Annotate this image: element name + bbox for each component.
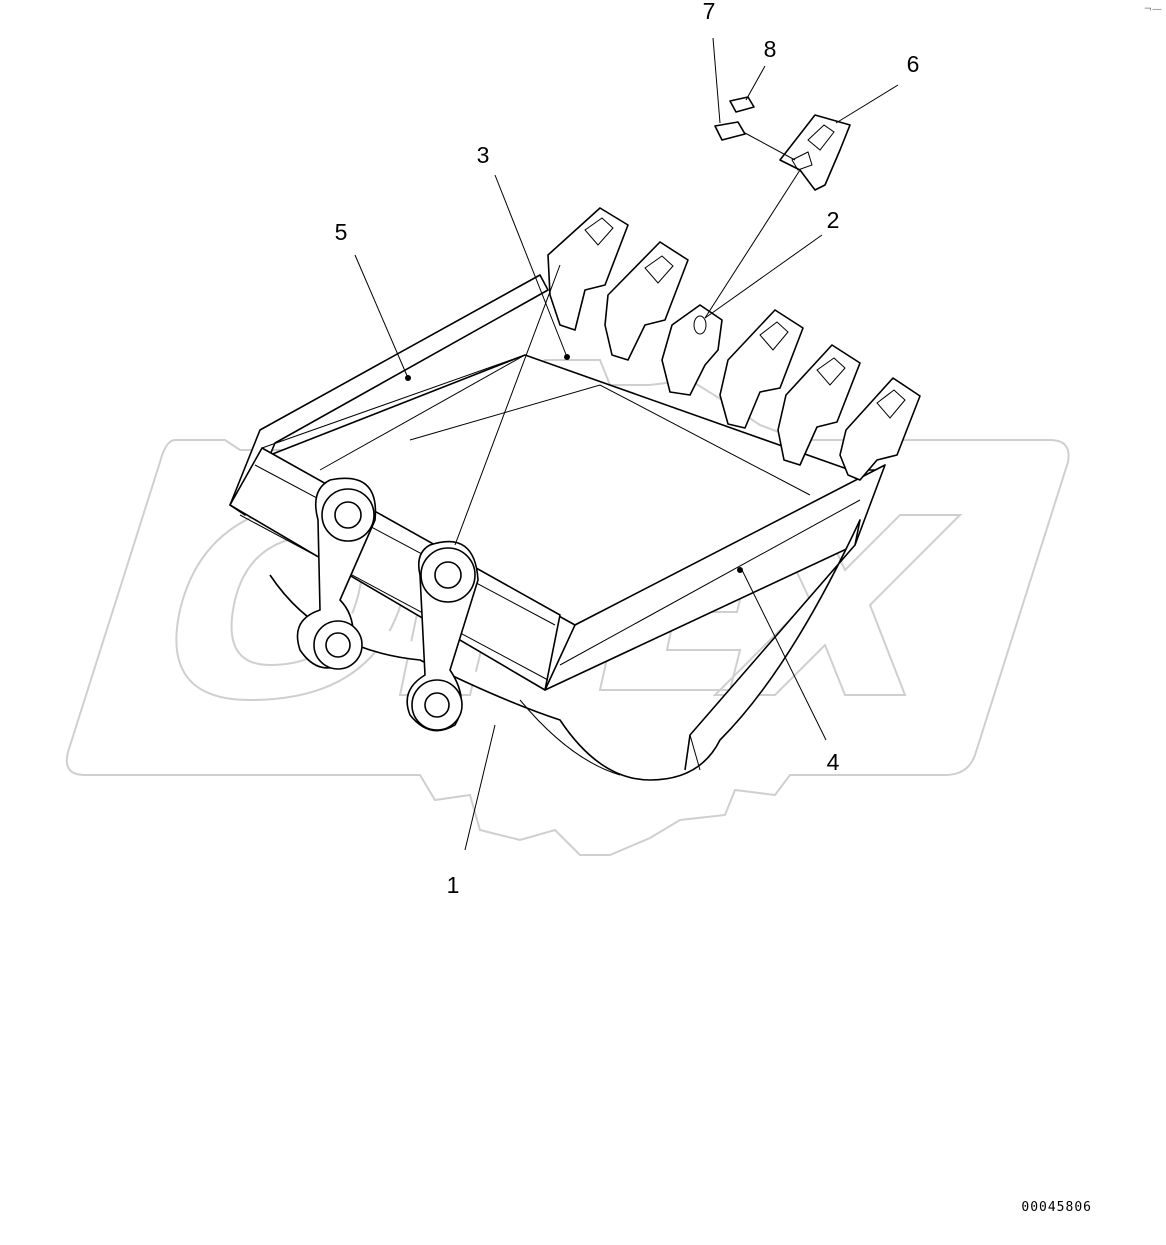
callout-2: 2: [827, 207, 840, 233]
pin-hole-right-lower: [424, 692, 450, 718]
leader-2: [704, 234, 823, 319]
leader-7: [712, 37, 721, 124]
callout-6: 6: [907, 51, 920, 77]
tooth-1: [547, 207, 629, 331]
exploded-parts: [714, 96, 851, 191]
tooth-3-adapter: [661, 304, 723, 396]
tooth-5: [777, 344, 861, 466]
tooth-point-part-6: [779, 114, 851, 191]
pin-hole-right-upper: [434, 561, 462, 589]
leader-lines: [354, 37, 899, 851]
side-plate-right: [544, 464, 886, 691]
pin-part-7: [714, 121, 746, 141]
leader-4: [741, 569, 827, 741]
leader-6: [835, 84, 899, 124]
leader-1: [464, 724, 496, 851]
bucket-teeth: [547, 207, 921, 481]
callout-8: 8: [764, 36, 777, 62]
watermark-gear-outline: [65, 359, 1070, 856]
callouts: 1 2 3 4 5 6 7 8: [335, 0, 920, 898]
corner-mark: ¬—: [1144, 4, 1162, 15]
dot-4: [737, 567, 743, 573]
explode-line-body: [454, 264, 561, 546]
callout-4: 4: [827, 749, 840, 775]
bucket-shell: [269, 519, 861, 781]
mounting-bosses: [296, 477, 479, 732]
leader-5: [354, 254, 409, 379]
lock-part-8: [729, 96, 755, 113]
dot-3: [564, 354, 570, 360]
watermark-letter-x: [712, 514, 963, 696]
callout-3: 3: [477, 142, 490, 168]
leader-3: [494, 174, 568, 358]
explode-line-point: [704, 169, 801, 319]
tooth-6: [839, 377, 921, 481]
pin-hole-left-upper: [334, 501, 362, 529]
callout-5: 5: [335, 219, 348, 245]
tooth-2: [604, 241, 689, 361]
pin-hole-left-lower: [325, 632, 351, 658]
dot-5: [405, 375, 411, 381]
callout-1: 1: [447, 872, 460, 898]
drawing-code: 00045806: [1021, 1200, 1092, 1215]
callout-7: 7: [703, 0, 716, 24]
tooth-4: [719, 309, 804, 429]
leader-8: [745, 65, 766, 101]
side-plate-left: [229, 274, 549, 516]
bucket-body: [229, 274, 886, 781]
explode-line-pin: [744, 132, 796, 161]
